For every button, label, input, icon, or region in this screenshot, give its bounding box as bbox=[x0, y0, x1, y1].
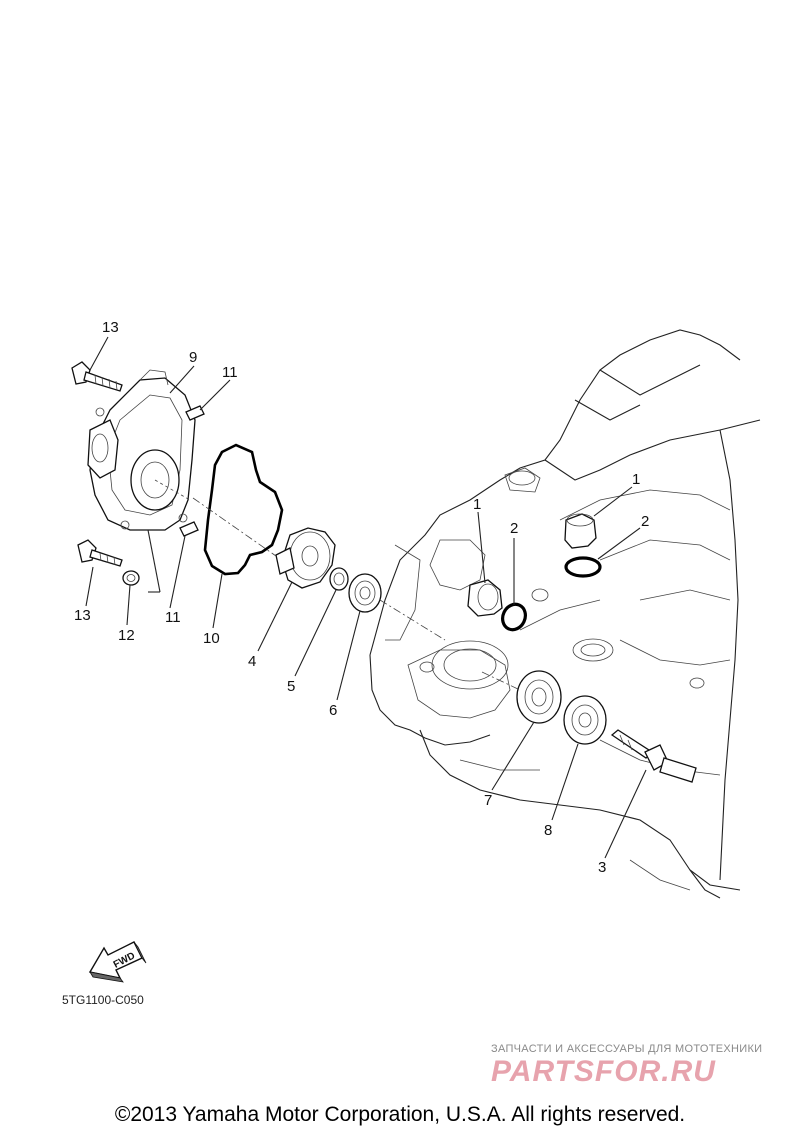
callout-3: 3 bbox=[598, 859, 606, 876]
fwd-arrow-icon: FWD bbox=[88, 941, 147, 983]
callout-6: 6 bbox=[329, 702, 337, 719]
impeller-shaft bbox=[610, 729, 697, 783]
callout-13-lower: 13 bbox=[74, 607, 91, 624]
dowel-pin-lower bbox=[179, 521, 199, 537]
callout-2-right: 2 bbox=[641, 513, 649, 530]
callout-1-left: 1 bbox=[473, 496, 481, 513]
bolt-lower bbox=[77, 539, 123, 567]
callout-5: 5 bbox=[287, 678, 295, 695]
water-pump-cover bbox=[87, 369, 196, 531]
watermark-subtitle: ЗАПЧАСТИ И АКСЕССУАРЫ ДЛЯ МОТОТЕХНИКИ bbox=[491, 1043, 763, 1055]
bearing-small bbox=[348, 573, 382, 613]
callout-2-left: 2 bbox=[510, 520, 518, 537]
bearing-large-8 bbox=[563, 695, 607, 745]
bolt-upper bbox=[71, 361, 123, 392]
assembly-centerlines bbox=[192, 497, 521, 691]
bearing-large-7 bbox=[516, 670, 562, 724]
callout-1-right: 1 bbox=[632, 471, 640, 488]
callout-11-lower: 11 bbox=[165, 609, 181, 626]
callout-13-upper: 13 bbox=[102, 319, 119, 336]
callout-12: 12 bbox=[118, 627, 135, 644]
oil-seal bbox=[329, 567, 349, 591]
watermark-brand: PARTSFOR.RU bbox=[491, 1055, 716, 1088]
callout-9: 9 bbox=[189, 349, 197, 366]
o-ring-right bbox=[564, 556, 602, 578]
leader-lines bbox=[85, 336, 647, 859]
callout-10: 10 bbox=[203, 630, 220, 647]
washer bbox=[122, 570, 140, 586]
callout-4: 4 bbox=[248, 653, 256, 670]
impeller bbox=[275, 527, 336, 589]
copyright-notice: ©2013 Yamaha Motor Corporation, U.S.A. A… bbox=[114, 1103, 686, 1126]
dowel-pin-upper bbox=[185, 405, 205, 421]
diagram-code: 5TG1100-C050 bbox=[62, 993, 144, 1007]
crankcase-housing bbox=[369, 329, 761, 899]
gasket bbox=[203, 443, 284, 576]
callout-7: 7 bbox=[484, 792, 492, 809]
collar-right bbox=[564, 513, 597, 549]
collar-left bbox=[467, 579, 503, 617]
callout-8: 8 bbox=[544, 822, 552, 839]
o-ring-left bbox=[501, 602, 527, 632]
callout-11-upper: 11 bbox=[222, 364, 238, 381]
